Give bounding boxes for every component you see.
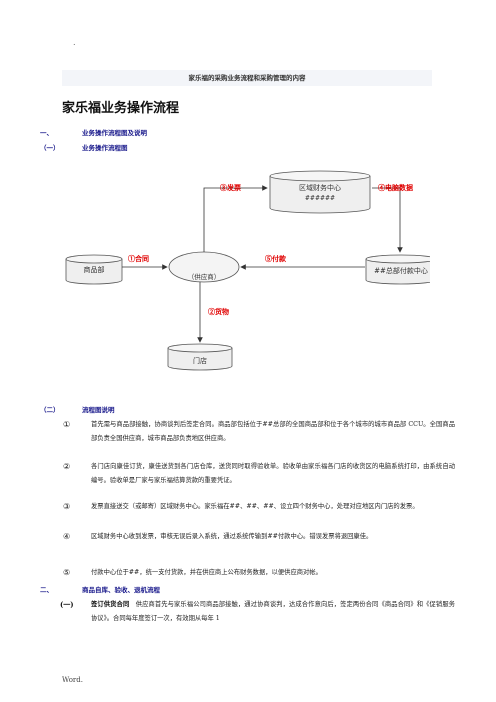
banner-heading: 家乐福的采购业务流程和采购管理的内容 (62, 70, 432, 86)
section-2-1-paragraph: (一) 签订供货合同 供应商首先与家乐福公司商品部接触，通过协商谈判，达成合作意… (50, 598, 455, 626)
explanation-text: 付款中心位于##，统一支付货款，并在供应商上公布财务数据，以便供应商对帐。 (91, 569, 322, 576)
product-dept-node: 商品部 (65, 254, 123, 285)
explanation-marker: ① (63, 420, 71, 429)
section-1-1-label: 业务操作流程图 (82, 144, 128, 152)
section-2-1-label: 签订供货合同 (91, 601, 130, 608)
section-1-2-number: （二） (40, 406, 60, 414)
section-1-1-heading: （一） 业务操作流程图 (40, 142, 128, 152)
document-title: 家乐福业务操作流程 (62, 101, 180, 116)
section-1-heading: 一、 业务操作流程图及说明 (40, 127, 147, 137)
process-flow-diagram: 区域财务中心 ###### 商品部 （供应商） ##总部付款中心 门店 ③发票 … (65, 170, 430, 371)
footer-word: Word. (62, 676, 83, 684)
explanation-text: 区域财务中心收到发票，审核无误后录入系统，通过系统传输到##付款中心。错误发票将… (91, 533, 373, 540)
store-node: 门店 (167, 343, 233, 371)
payment-center-node: ##总部付款中心 (365, 254, 430, 285)
payment-center-label: ##总部付款中心 (374, 266, 428, 275)
regional-finance-sublabel: ###### (305, 195, 335, 202)
section-1-1-number: （一） (40, 144, 60, 152)
section-1-2-heading: （二） 流程图说明 (40, 404, 115, 414)
section-2-1-text: 供应商首先与家乐福公司商品部接触，通过协商谈判，达成合作意向后，签定两份合同《商… (91, 601, 456, 622)
explanation-marker: ③ (63, 502, 71, 511)
product-dept-label: 商品部 (84, 265, 105, 274)
section-2-number: 二、 (40, 586, 53, 594)
section-1-number: 一、 (40, 129, 53, 137)
explanation-item-1: ① 首先需与商品部接触，协商谈判后签定合同。商品部包括位于##总部的全国商品部和… (50, 418, 455, 446)
top-dot: . (73, 38, 76, 47)
step5-payment-label: ⑤付款 (265, 254, 287, 263)
explanation-marker: ④ (63, 532, 71, 541)
supplier-label: （供应商） (188, 272, 221, 281)
explanation-item-5: ⑤ 付款中心位于##，统一支付货款，并在供应商上公布财务数据，以便供应商对帐。 (50, 566, 455, 580)
explanation-text: 首先需与商品部接触，协商谈判后签定合同。商品部包括位于##总部的全国商品部和位于… (91, 421, 455, 442)
explanation-marker: ② (63, 462, 71, 471)
section-2-1-number: (一) (60, 600, 74, 609)
arrow-invoice (203, 185, 268, 252)
section-1-2-label: 流程图说明 (82, 406, 115, 414)
explanation-marker: ⑤ (63, 568, 71, 577)
section-1-label: 业务操作流程图及说明 (82, 129, 147, 137)
regional-finance-label: 区域财务中心 (299, 183, 341, 192)
explanation-text: 各门店向康佳订货，康佳送货到各门店仓库，送货同时取得验收单。验收单由家乐福各门店… (91, 463, 455, 484)
step1-contract-label: ①合同 (128, 254, 149, 263)
step4-data-label: ④电脑数据 (378, 183, 413, 192)
explanation-item-4: ④ 区域财务中心收到发票，审核无误后录入系统，通过系统传输到##付款中心。错误发… (50, 530, 455, 544)
section-2-label: 商品自库、验收、退机流程 (82, 586, 160, 594)
section-2-heading: 二、 商品自库、验收、退机流程 (40, 584, 160, 594)
explanation-text: 发票直接送交（或邮寄）区域财务中心。家乐福在##、##、##、设立四个财务中心，… (91, 503, 419, 510)
step3-invoice-label: ③发票 (220, 183, 241, 192)
store-label: 门店 (193, 356, 207, 365)
explanation-item-3: ③ 发票直接送交（或邮寄）区域财务中心。家乐福在##、##、##、设立四个财务中… (50, 500, 455, 514)
step2-goods-label: ②货物 (208, 307, 229, 316)
explanation-item-2: ② 各门店向康佳订货，康佳送货到各门店仓库，送货同时取得验收单。验收单由家乐福各… (50, 460, 455, 488)
regional-finance-node: 区域财务中心 ###### (269, 170, 371, 214)
arrow-computer-data (372, 187, 403, 253)
supplier-node: （供应商） (168, 251, 240, 283)
